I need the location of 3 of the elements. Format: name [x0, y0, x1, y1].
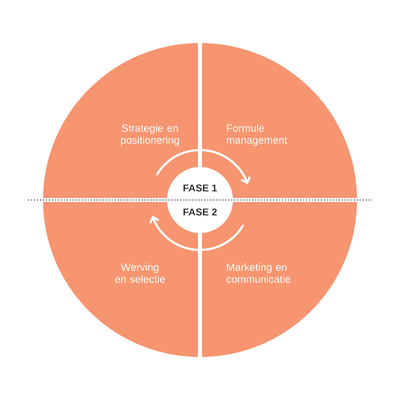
cycle-arrow: [149, 215, 244, 252]
cycle-arrow: [156, 148, 251, 185]
center-circle: [167, 167, 233, 233]
